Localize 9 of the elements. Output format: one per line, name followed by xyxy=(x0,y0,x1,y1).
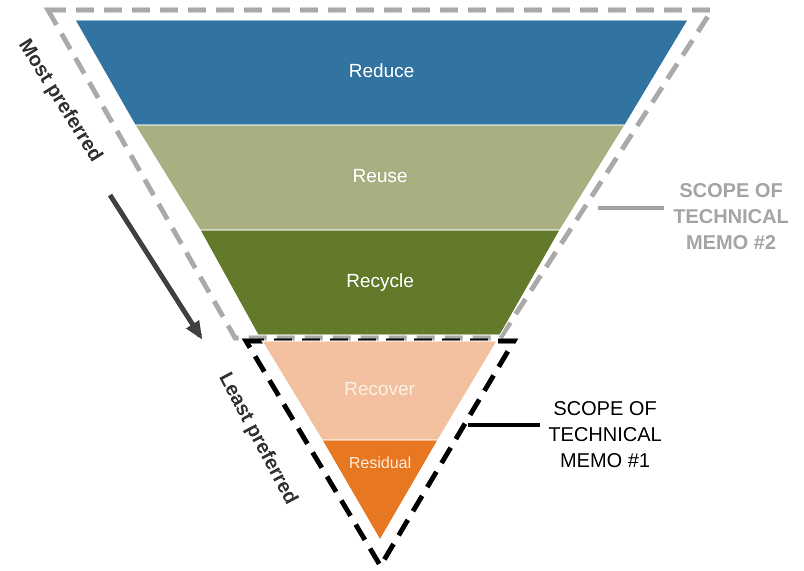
tier-label: Residual xyxy=(348,455,412,473)
callout-text: SCOPE OF TECHNICAL MEMO #2 xyxy=(664,178,798,258)
callout-text: SCOPE OF TECHNICAL MEMO #1 xyxy=(540,396,670,476)
leader-line xyxy=(468,423,540,427)
tier-label: Reuse xyxy=(352,166,408,188)
tier-label: Reduce xyxy=(348,60,416,82)
tier-label: Recover xyxy=(343,378,416,400)
leader-line xyxy=(598,206,664,210)
tier-label: Recycle xyxy=(345,270,415,292)
